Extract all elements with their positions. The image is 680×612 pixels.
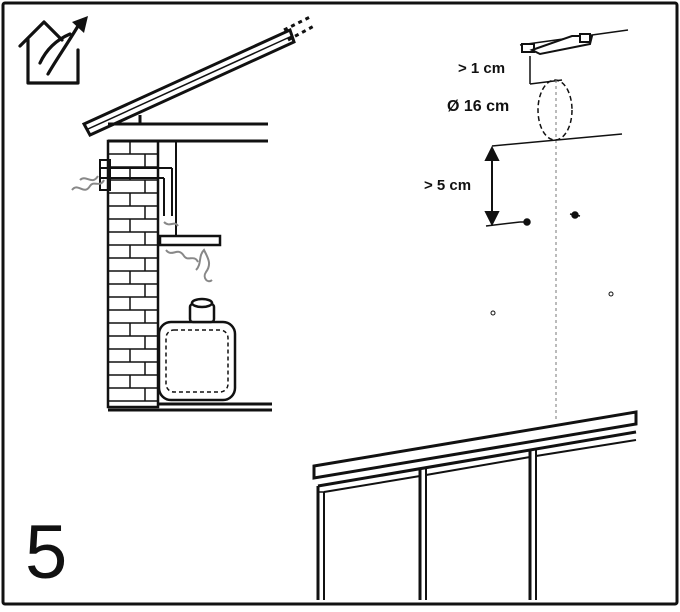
reference-line [491, 133, 623, 147]
roof [81, 27, 296, 137]
range-hood [158, 234, 222, 247]
appliance [157, 297, 237, 402]
gap-label: > 1 cm [458, 60, 506, 77]
wall-cabinet [312, 410, 638, 600]
smoke-wisps [71, 175, 213, 283]
soffit [108, 115, 268, 143]
floor [108, 402, 272, 412]
house-exhaust-icon [18, 16, 88, 85]
brick-courses [108, 141, 158, 402]
drill-holes [490, 291, 614, 316]
screws [520, 211, 581, 226]
distance-arrow [484, 145, 521, 227]
distance-label: > 5 cm [424, 177, 472, 194]
mounting-bracket [521, 33, 594, 56]
roof-dash [283, 14, 315, 42]
brick-wall [106, 139, 160, 409]
duct-outline [537, 79, 573, 141]
diameter-label: Ø 16 cm [447, 98, 510, 115]
step-number: 5 [25, 510, 68, 595]
